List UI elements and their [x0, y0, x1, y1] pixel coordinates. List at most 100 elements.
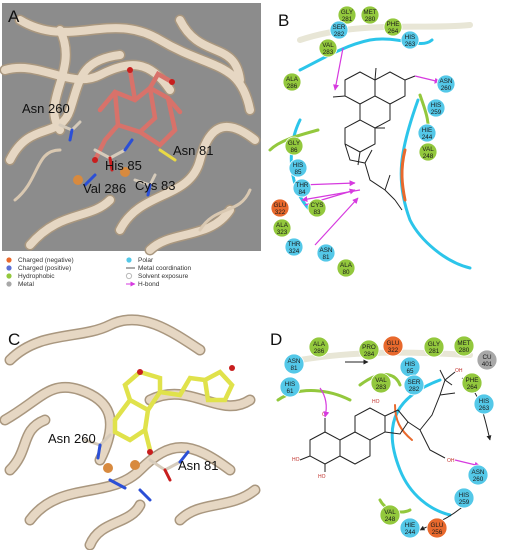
- residue-number: 264: [467, 384, 478, 391]
- residue-name: VAL: [422, 146, 434, 153]
- residue-node: [284, 237, 304, 257]
- residue-number: 259: [459, 499, 470, 506]
- legend-item-h-bond: H-bond: [126, 281, 160, 288]
- residue-node: [307, 198, 327, 218]
- residue-name: VAL: [322, 42, 334, 49]
- residue-node: [360, 5, 380, 25]
- residue-node: [284, 136, 304, 156]
- residue-number: 264: [388, 28, 399, 35]
- legend-item-polar: Polar: [126, 257, 154, 264]
- residue-name: MET: [363, 9, 376, 16]
- sidechains-c: [83, 433, 190, 502]
- legend-symbol: [6, 265, 12, 271]
- legend-item-metal: Metal: [6, 281, 34, 288]
- legend-symbol: [125, 272, 133, 280]
- residue-name: GLY: [341, 9, 354, 16]
- residue-name: GLU: [431, 522, 444, 529]
- residue-name: HIS: [459, 492, 470, 499]
- residue-number: 84: [298, 189, 306, 196]
- residue-node: [318, 38, 338, 58]
- residue-number: 65: [406, 368, 414, 375]
- residue-node: [279, 376, 301, 398]
- residue-node: [426, 517, 448, 539]
- residues-d: GLU322HIS65MET280ALA286PRO284GLY281CU401…: [279, 335, 498, 539]
- residue-number: 324: [289, 248, 300, 255]
- legend: Charged (negative)Charged (positive)Hydr…: [6, 257, 191, 288]
- protein-ribbon-a: [0, 14, 261, 256]
- legend-label: H-bond: [138, 281, 160, 288]
- ligand-a-oxygens: [92, 67, 175, 163]
- panel-a-letter: A: [8, 7, 20, 26]
- residue-node: [270, 198, 290, 218]
- residue-name: ALA: [286, 76, 299, 83]
- residue-name: ASN: [288, 358, 301, 365]
- copper-ion: [73, 175, 83, 185]
- residue-node: [329, 20, 349, 40]
- residue-number: 322: [275, 209, 286, 216]
- steroid-ligand-b: [332, 67, 416, 211]
- label-cys83-a: Cys 83: [135, 178, 175, 193]
- residue-number: 322: [388, 347, 399, 354]
- residue-name: SER: [333, 24, 346, 31]
- legend-item-charged-positive: Charged (positive): [6, 265, 71, 272]
- residue-name: CU: [482, 354, 492, 361]
- residue-name: ALA: [340, 262, 353, 269]
- residue-number: 284: [364, 351, 375, 358]
- legend-label: Metal: [18, 281, 34, 288]
- residue-number: 286: [314, 348, 325, 355]
- residue-number: 61: [286, 388, 294, 395]
- label-asn81-a: Asn 81: [173, 143, 213, 158]
- panel-b-letter: B: [278, 11, 289, 30]
- protein-ribbon-c: [0, 314, 261, 550]
- legend-label: Polar: [138, 257, 154, 264]
- label-asn81-c: Asn 81: [178, 458, 218, 473]
- legend-item-solvent-exposure: Solvent exposure: [125, 272, 189, 280]
- residue-node: [453, 335, 475, 357]
- residue-number: 81: [322, 254, 330, 261]
- residue-name: HIE: [405, 522, 416, 529]
- residue-number: 256: [432, 529, 443, 536]
- legend-item-charged-negative: Charged (negative): [6, 257, 74, 264]
- residue-name: HIS: [479, 398, 490, 405]
- residue-name: GLY: [288, 140, 301, 147]
- legend-item-metal-coordination: Metal coordination: [126, 265, 191, 272]
- residue-node: [436, 74, 456, 94]
- residue-name: VAL: [375, 377, 387, 384]
- residue-node: [476, 349, 498, 371]
- residue-node: [382, 335, 404, 357]
- residue-number: 81: [290, 365, 298, 372]
- residue-node: [370, 372, 392, 394]
- residue-number: 280: [459, 347, 470, 354]
- residue-name: ALA: [313, 341, 326, 348]
- residue-node: [379, 504, 401, 526]
- residue-number: 323: [277, 229, 288, 236]
- legend-label: Hydrophobic: [18, 273, 55, 280]
- residue-node: [399, 517, 421, 539]
- residue-number: 281: [342, 16, 353, 23]
- legend-symbol: [6, 281, 12, 287]
- legend-label: Metal coordination: [138, 265, 191, 272]
- residue-node: [272, 218, 292, 238]
- legend-symbol: [126, 257, 132, 263]
- residue-number: 244: [422, 134, 433, 141]
- residue-name: THR: [288, 241, 301, 248]
- residue-name: ASN: [320, 247, 333, 254]
- residue-number: 86: [290, 147, 298, 154]
